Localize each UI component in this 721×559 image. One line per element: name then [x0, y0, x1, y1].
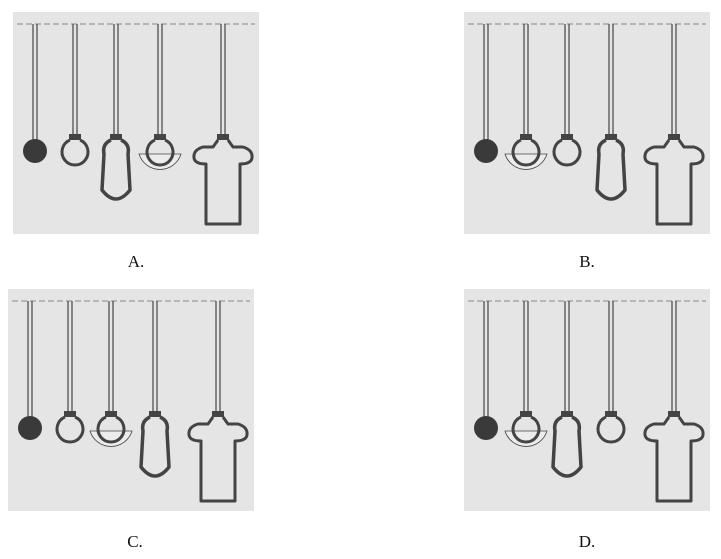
u-shape — [551, 415, 583, 478]
u-shape-pendulum — [100, 24, 132, 201]
option-d-figure — [464, 289, 710, 511]
u-shape — [595, 138, 627, 201]
ring-pendulum — [552, 24, 582, 167]
ring-shape — [596, 415, 626, 444]
partial-ring-shape — [511, 415, 541, 444]
bell-pendulum — [192, 24, 254, 226]
bell-shape — [187, 416, 249, 503]
ring-pendulum — [60, 24, 90, 167]
ring-partial-pendulum — [138, 24, 182, 170]
disk-pendulum — [474, 24, 498, 163]
disk-shape — [18, 416, 42, 440]
u-shape-pendulum — [139, 301, 171, 478]
ring-shape — [552, 138, 582, 167]
option-a-figure — [13, 12, 259, 234]
option-c-label: C. — [127, 532, 143, 551]
ring-partial-pendulum — [89, 301, 133, 447]
pendulum-shapes-d — [468, 300, 706, 503]
bell-shape — [643, 416, 705, 503]
partial-ring-shape — [145, 138, 175, 167]
option-a-label: A. — [127, 252, 145, 271]
ring-pendulum — [596, 301, 626, 444]
ring-shape — [55, 415, 85, 444]
disk-pendulum — [474, 301, 498, 440]
option-b-label: B. — [579, 252, 595, 271]
partial-ring-shape — [96, 415, 126, 444]
disk-shape — [474, 416, 498, 440]
bell-shape — [643, 139, 705, 226]
option-d-label: D. — [578, 532, 596, 551]
pendulum-shapes-c — [12, 300, 250, 503]
ring-partial-pendulum — [504, 24, 548, 170]
u-shape — [100, 138, 132, 201]
ring-pendulum — [55, 301, 85, 444]
bell-pendulum — [643, 24, 705, 226]
partial-ring-shape — [511, 138, 541, 167]
option-c-figure — [8, 289, 254, 511]
u-shape — [139, 415, 171, 478]
pendulum-shapes-a — [17, 23, 255, 226]
u-shape-pendulum — [595, 24, 627, 201]
disk-shape — [23, 139, 47, 163]
pendulum-shapes-b — [468, 23, 706, 226]
disk-pendulum — [23, 24, 47, 163]
bell-shape — [192, 139, 254, 226]
bell-pendulum — [187, 301, 249, 503]
ring-shape — [60, 138, 90, 167]
disk-shape — [474, 139, 498, 163]
disk-pendulum — [18, 301, 42, 440]
bell-pendulum — [643, 301, 705, 503]
ring-partial-pendulum — [504, 301, 548, 447]
u-shape-pendulum — [551, 301, 583, 478]
option-b-figure — [464, 12, 710, 234]
